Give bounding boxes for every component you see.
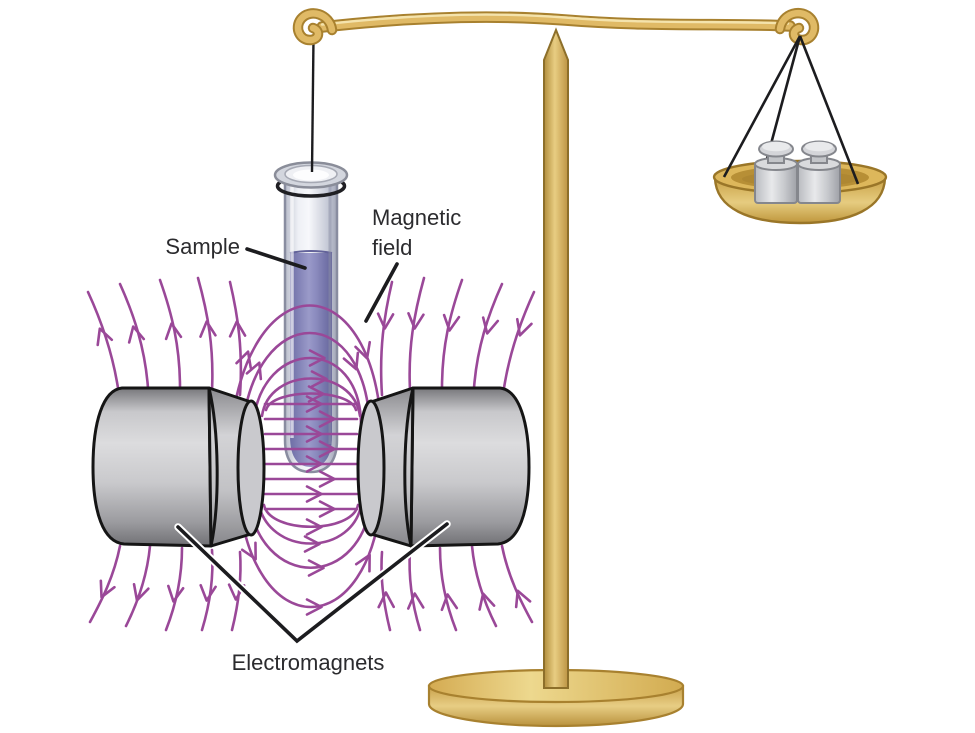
beam-hook-right (774, 7, 820, 46)
weight-2 (797, 140, 841, 204)
sample-label: Sample (165, 234, 240, 259)
balance-pan-assembly (712, 35, 888, 225)
beam-hook-left (292, 8, 338, 46)
tube-rim (273, 161, 349, 198)
balance-beam (292, 7, 820, 46)
electromagnets-label: Electromagnets (231, 650, 385, 675)
magnetic-field-pointer-line (364, 262, 399, 323)
magnetic-field-label: Magnetic field (372, 205, 462, 260)
stand-pole (543, 27, 569, 689)
suspension-thread (310, 37, 315, 173)
pan-string-left (722, 35, 802, 178)
electromagnet-left (91, 386, 266, 548)
weight-1 (754, 140, 798, 204)
pole-face-left (236, 399, 266, 537)
sample-pointer-line (245, 247, 307, 270)
pole-face-right (356, 399, 386, 537)
electromagnets-pointer-line (174, 520, 451, 646)
pan-string-right (798, 35, 860, 185)
electromagnet-right (356, 386, 531, 548)
magnetic-field-lines (86, 276, 536, 632)
